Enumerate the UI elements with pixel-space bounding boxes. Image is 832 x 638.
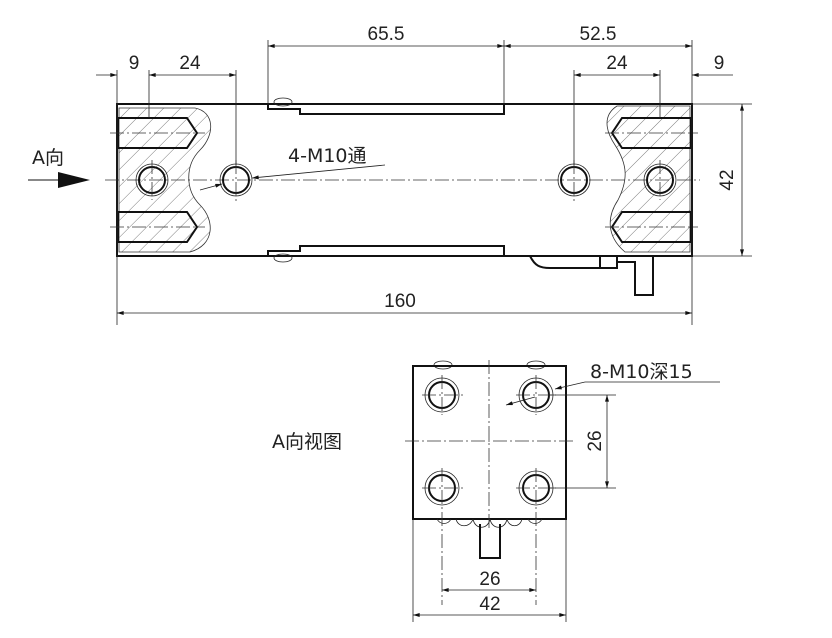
- dim-26-vertical: 26: [585, 430, 606, 451]
- dim-42-horizontal: 42: [479, 594, 500, 615]
- view-direction-arrow-icon: [28, 172, 90, 188]
- dim-24-left: 24: [179, 53, 201, 74]
- right-section-hatch: [606, 105, 691, 253]
- dim-52-5: 52.5: [580, 24, 617, 45]
- through-holes: [135, 160, 677, 204]
- dim-24-right: 24: [606, 53, 628, 74]
- dim-42-vertical: 42: [717, 169, 738, 190]
- end-view-title: A向视图: [272, 431, 342, 453]
- direction-label: A向: [32, 147, 64, 169]
- threaded-holes-right: [605, 117, 698, 243]
- cable-gland: [529, 255, 654, 296]
- dim-9-left: 9: [129, 53, 140, 74]
- end-face: [412, 365, 567, 520]
- lower-plate: [267, 245, 505, 256]
- end-view: A向视图: [272, 360, 720, 622]
- dim-9-right: 9: [714, 53, 725, 74]
- cable: [479, 524, 501, 559]
- dim-160: 160: [384, 291, 416, 312]
- upper-plate: [267, 104, 505, 115]
- dim-26-horizontal: 26: [479, 569, 500, 590]
- threaded-holes-end: [422, 375, 556, 605]
- hole-callout-depth: 8-M10深15: [590, 361, 693, 383]
- top-view: 65.5 52.5 9 24 24 9 160 42 4-M10通 A向: [28, 24, 752, 325]
- dimension-lines: [96, 44, 744, 315]
- hole-callout-through: 4-M10通: [288, 145, 367, 167]
- bottom-bumps: [436, 518, 543, 528]
- dim-65-5: 65.5: [368, 24, 405, 45]
- threaded-holes-left: [110, 117, 205, 243]
- end-view-dimension-lines: [412, 381, 720, 622]
